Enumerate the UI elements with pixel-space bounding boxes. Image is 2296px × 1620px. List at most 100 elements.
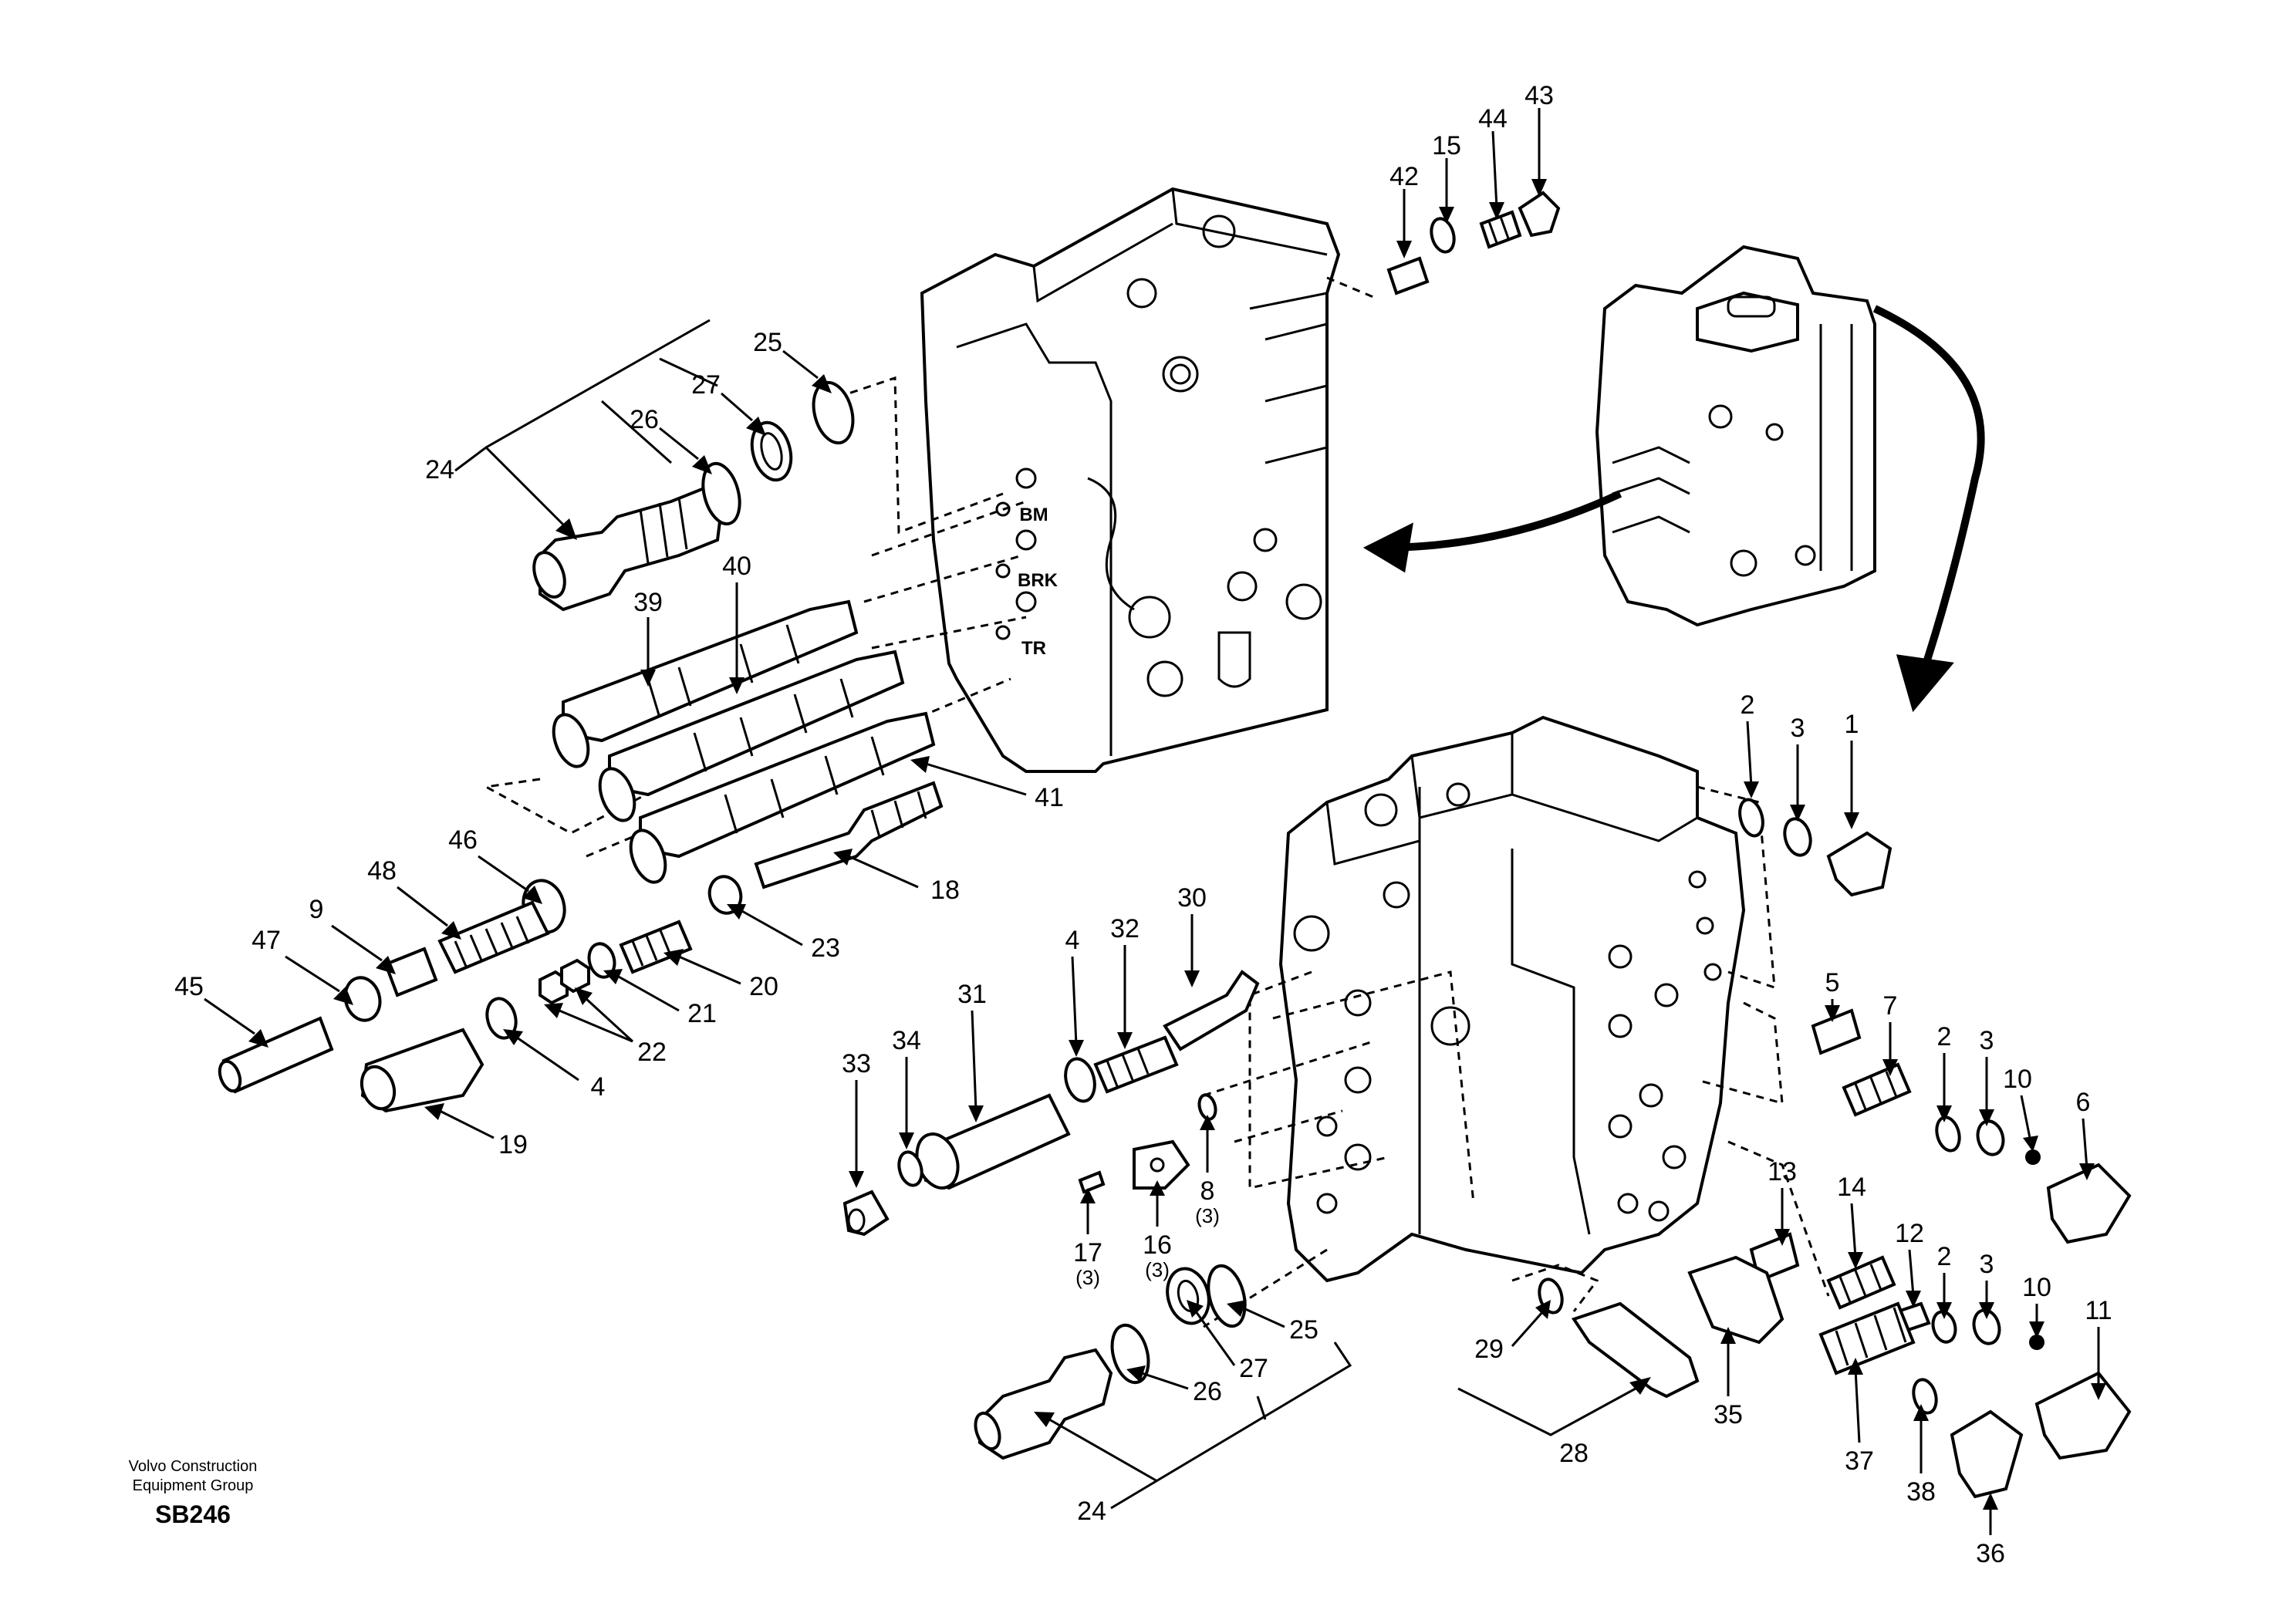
part-38-oring [1912, 1378, 1938, 1415]
part-4-oring-left [485, 997, 518, 1040]
part-3-backup-b [1976, 1119, 2005, 1156]
part-9-spacer [383, 947, 438, 997]
part-2-oring-c [1931, 1310, 1957, 1344]
part-30-plunger [1163, 970, 1260, 1051]
part-4-oring-mid [1064, 1057, 1096, 1103]
part-22-nut-b [560, 958, 590, 994]
part-10-ball-a [2025, 1149, 2041, 1165]
callout-5: 5 [1825, 968, 1840, 997]
callout-39: 39 [633, 588, 663, 617]
port-label-brk: BRK [1018, 570, 1059, 591]
part-11-plug [2034, 1371, 2132, 1460]
part-33-plug [842, 1190, 890, 1237]
callout-2-a: 2 [1741, 690, 1755, 720]
callout-46: 46 [448, 825, 478, 855]
part-48-spring [437, 900, 550, 974]
callout-27-lower: 27 [1239, 1354, 1268, 1383]
part-25-oring-lower [1207, 1264, 1247, 1328]
callout-25-upper: 25 [753, 328, 782, 357]
part-6-plug [2046, 1163, 2132, 1244]
port-label-tr: TR [1021, 638, 1046, 659]
callout-13: 13 [1768, 1157, 1797, 1186]
callout-33: 33 [842, 1049, 871, 1078]
part-27-backup-ring-lower [1166, 1267, 1210, 1325]
arrow-to-upper-block [1362, 522, 1413, 573]
company-name-line-1: Volvo Construction [128, 1458, 258, 1475]
part-23-washer [707, 875, 743, 915]
assembled-valve-view [1595, 245, 1876, 627]
part-25-oring-upper [812, 380, 855, 445]
callout-2-b: 2 [1937, 1022, 1952, 1051]
part-17-bolt [1078, 1170, 1106, 1194]
callout-30: 30 [1177, 883, 1207, 913]
callout-44: 44 [1478, 104, 1508, 133]
callout-15: 15 [1432, 131, 1461, 160]
part-43-plug-top [1518, 191, 1561, 238]
part-24-relief-valve-upper [539, 484, 724, 612]
part-44-spring-top [1479, 210, 1522, 249]
part-26-oring-lower [1110, 1323, 1150, 1385]
callout-16: 16 [1143, 1230, 1172, 1260]
callout-26-lower: 26 [1193, 1377, 1222, 1406]
callout-7: 7 [1883, 991, 1898, 1021]
part-34-oring [897, 1150, 923, 1187]
callout-48: 48 [367, 856, 397, 886]
callout-27-upper: 27 [691, 370, 721, 400]
callout-32: 32 [1110, 914, 1140, 943]
callout-3-b: 3 [1980, 1026, 1994, 1055]
part-10-ball-b [2029, 1335, 2044, 1350]
part-42-plug [1386, 256, 1430, 295]
callout-labels: 43 44 15 42 25 27 26 24 40 39 41 18 46 4… [174, 81, 2112, 1568]
callout-19: 19 [498, 1130, 528, 1159]
part-32-spring [1093, 1035, 1179, 1094]
callout-24-upper: 24 [425, 455, 454, 484]
company-name-line-2: Equipment Group [132, 1477, 254, 1494]
part-41-spool [639, 711, 936, 859]
part-2-oring-a [1738, 798, 1764, 838]
callout-34: 34 [892, 1026, 921, 1055]
quantity-16: (3) [1145, 1258, 1170, 1281]
callout-6: 6 [2076, 1088, 2091, 1117]
callout-45: 45 [174, 972, 204, 1001]
callout-36: 36 [1976, 1539, 2005, 1568]
right-side-parts [1538, 798, 2132, 1499]
callout-29: 29 [1474, 1335, 1504, 1364]
callout-4-left: 4 [591, 1072, 606, 1102]
callout-12: 12 [1895, 1219, 1924, 1248]
callout-25-lower: 25 [1289, 1315, 1319, 1345]
part-36-plug [1950, 1409, 2024, 1499]
callout-24-lower: 24 [1077, 1497, 1106, 1526]
part-18-spool-rod [754, 781, 944, 889]
callout-31: 31 [957, 980, 987, 1009]
part-15-oring-top [1430, 217, 1456, 254]
part-26-oring-upper [701, 461, 741, 526]
callout-28: 28 [1559, 1439, 1589, 1468]
callout-42: 42 [1389, 162, 1419, 191]
callout-21: 21 [687, 999, 717, 1028]
part-40-spool [608, 650, 905, 797]
part-47-washer [343, 976, 382, 1022]
callout-37: 37 [1845, 1446, 1874, 1476]
quantity-17: (3) [1075, 1266, 1100, 1289]
callout-22: 22 [637, 1038, 667, 1067]
upper-left-parts [218, 380, 944, 1113]
callout-10-b: 10 [2022, 1273, 2051, 1302]
callout-2-c: 2 [1937, 1242, 1952, 1271]
callout-26-upper: 26 [630, 405, 659, 434]
lower-relief-valve-group [974, 1264, 1247, 1460]
callout-43: 43 [1524, 81, 1554, 110]
part-3-backup-a [1783, 817, 1812, 857]
sheet-code: SB246 [155, 1500, 231, 1528]
callout-3-c: 3 [1980, 1250, 1994, 1279]
callout-8: 8 [1200, 1176, 1215, 1206]
part-39-spool [562, 599, 859, 743]
callout-40: 40 [722, 552, 751, 581]
callout-38: 38 [1906, 1477, 1936, 1507]
callout-3-a: 3 [1791, 714, 1805, 743]
quantity-8: (3) [1195, 1204, 1220, 1227]
callout-35: 35 [1714, 1400, 1743, 1429]
part-8-oring [1197, 1093, 1217, 1121]
port-label-bm: BM [1019, 505, 1048, 525]
callout-41: 41 [1035, 783, 1064, 812]
